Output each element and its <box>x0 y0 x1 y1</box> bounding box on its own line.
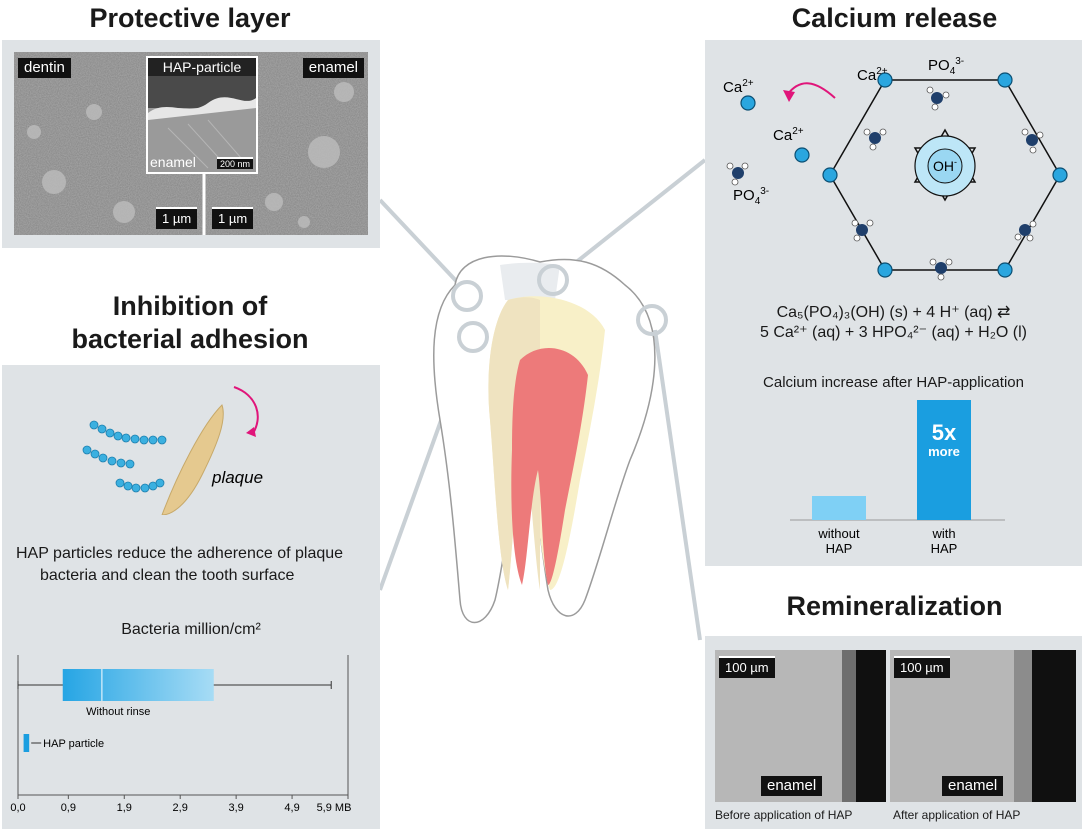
bar-with-hap <box>917 400 971 520</box>
hap-crystal-diagram: Ca2+ Ca2+ PO43- Ca2+ PO43- OH- <box>723 56 1068 281</box>
svg-text:PO43-: PO43- <box>733 186 769 207</box>
sem-image-protective: dentin enamel HAP-particle enamel 200 nm… <box>14 52 368 235</box>
release-arrow <box>786 82 836 99</box>
scale-bar-before: 100 µm <box>719 656 775 678</box>
hap-inset: HAP-particle enamel 200 nm <box>146 56 258 174</box>
inset-scale-bar: 200 nm <box>216 157 253 169</box>
x-tick-label: 0,0 <box>10 802 25 814</box>
box-hap-particle <box>23 734 30 752</box>
bar-label-more: more <box>928 444 960 459</box>
plaque-label: plaque <box>211 468 263 487</box>
caption-after: After application of HAP <box>893 808 1021 822</box>
plaque-illustration: plaque <box>82 386 263 515</box>
enamel-label-before: enamel <box>761 776 823 796</box>
inhibition-panel: plaque HAP particles reduce the adherenc… <box>2 365 380 829</box>
svg-text:Ca2+: Ca2+ <box>723 78 754 96</box>
box-without-rinse <box>62 669 214 701</box>
tooth-pulp <box>511 348 588 585</box>
equation-line1: Ca₅(PO₄)₃(OH) (s) + 4 H⁺ (aq) ⇄ <box>776 304 1011 321</box>
bar-without-hap <box>812 496 866 520</box>
calcium-bar-chart: 5x more without HAP with HAP <box>790 400 1005 556</box>
inhibition-caption-line2: bacteria and clean the tooth surface <box>40 567 295 584</box>
bacteria-chart-title: Bacteria million/cm² <box>121 621 261 638</box>
category-label-with-line2: HAP <box>931 541 958 556</box>
x-tick-label: 3,9 <box>228 802 243 814</box>
svg-text:Ca2+: Ca2+ <box>773 126 804 144</box>
caption-before: Before application of HAP <box>715 808 853 822</box>
protective-layer-title: Protective layer <box>89 3 291 33</box>
x-tick-label: 5,9 MB <box>317 802 352 814</box>
svg-text:OH-: OH- <box>933 157 957 174</box>
equation-line2: 5 Ca²⁺ (aq) + 3 HPO₄²⁻ (aq) + H₂O (l) <box>759 324 1028 341</box>
inhibition-title-line2: bacterial adhesion <box>71 324 309 354</box>
box-label-without-rinse: Without rinse <box>86 706 150 718</box>
remineralization-panel: 100 µm enamel 100 µm enamel Before appli… <box>705 636 1082 829</box>
scale-bar-right: 1 µm <box>212 207 254 229</box>
scale-bar-after: 100 µm <box>894 656 950 678</box>
sem-before: 100 µm enamel <box>715 650 886 802</box>
sem-after: 100 µm enamel <box>890 650 1076 802</box>
category-label-with-line1: with <box>931 526 955 541</box>
calcium-panel: Ca2+ Ca2+ PO43- Ca2+ PO43- OH- Ca₅(PO₄)₃… <box>705 40 1082 566</box>
enamel-label-after: enamel <box>942 776 1004 796</box>
hap-particle-label: HAP particle <box>43 738 104 750</box>
protective-panel: dentin enamel HAP-particle enamel 200 nm… <box>2 40 380 248</box>
svg-text:PO43-: PO43- <box>928 56 964 77</box>
dentin-label: dentin <box>18 58 71 78</box>
svg-text:Ca2+: Ca2+ <box>857 66 888 84</box>
inset-enamel-label: enamel <box>150 154 196 170</box>
scale-bar-left: 1 µm <box>156 207 198 229</box>
x-tick-label: 1,9 <box>117 802 132 814</box>
calcium-bar-title: Calcium increase after HAP-application <box>763 374 1024 391</box>
x-tick-label: 0,9 <box>61 802 76 814</box>
x-tick-label: 4,9 <box>284 802 299 814</box>
hap-inset-title: HAP-particle <box>148 58 256 76</box>
category-label-without-line2: HAP <box>826 541 853 556</box>
enamel-label: enamel <box>302 58 364 78</box>
calcium-release-title: Calcium release <box>791 3 998 33</box>
inhibition-caption-line1: HAP particles reduce the adherence of pl… <box>16 545 344 562</box>
remineralization-title: Remineralization <box>786 591 1003 621</box>
inhibition-title-line1: Inhibition of <box>112 291 268 321</box>
bacteria-box-chart: Without rinse HAP particle 0,0 0,9 1,9 2,9 3… <box>10 655 352 814</box>
category-label-without-line1: without <box>817 526 860 541</box>
x-tick-label: 2,9 <box>173 802 188 814</box>
bar-label-5x: 5x <box>932 420 957 445</box>
